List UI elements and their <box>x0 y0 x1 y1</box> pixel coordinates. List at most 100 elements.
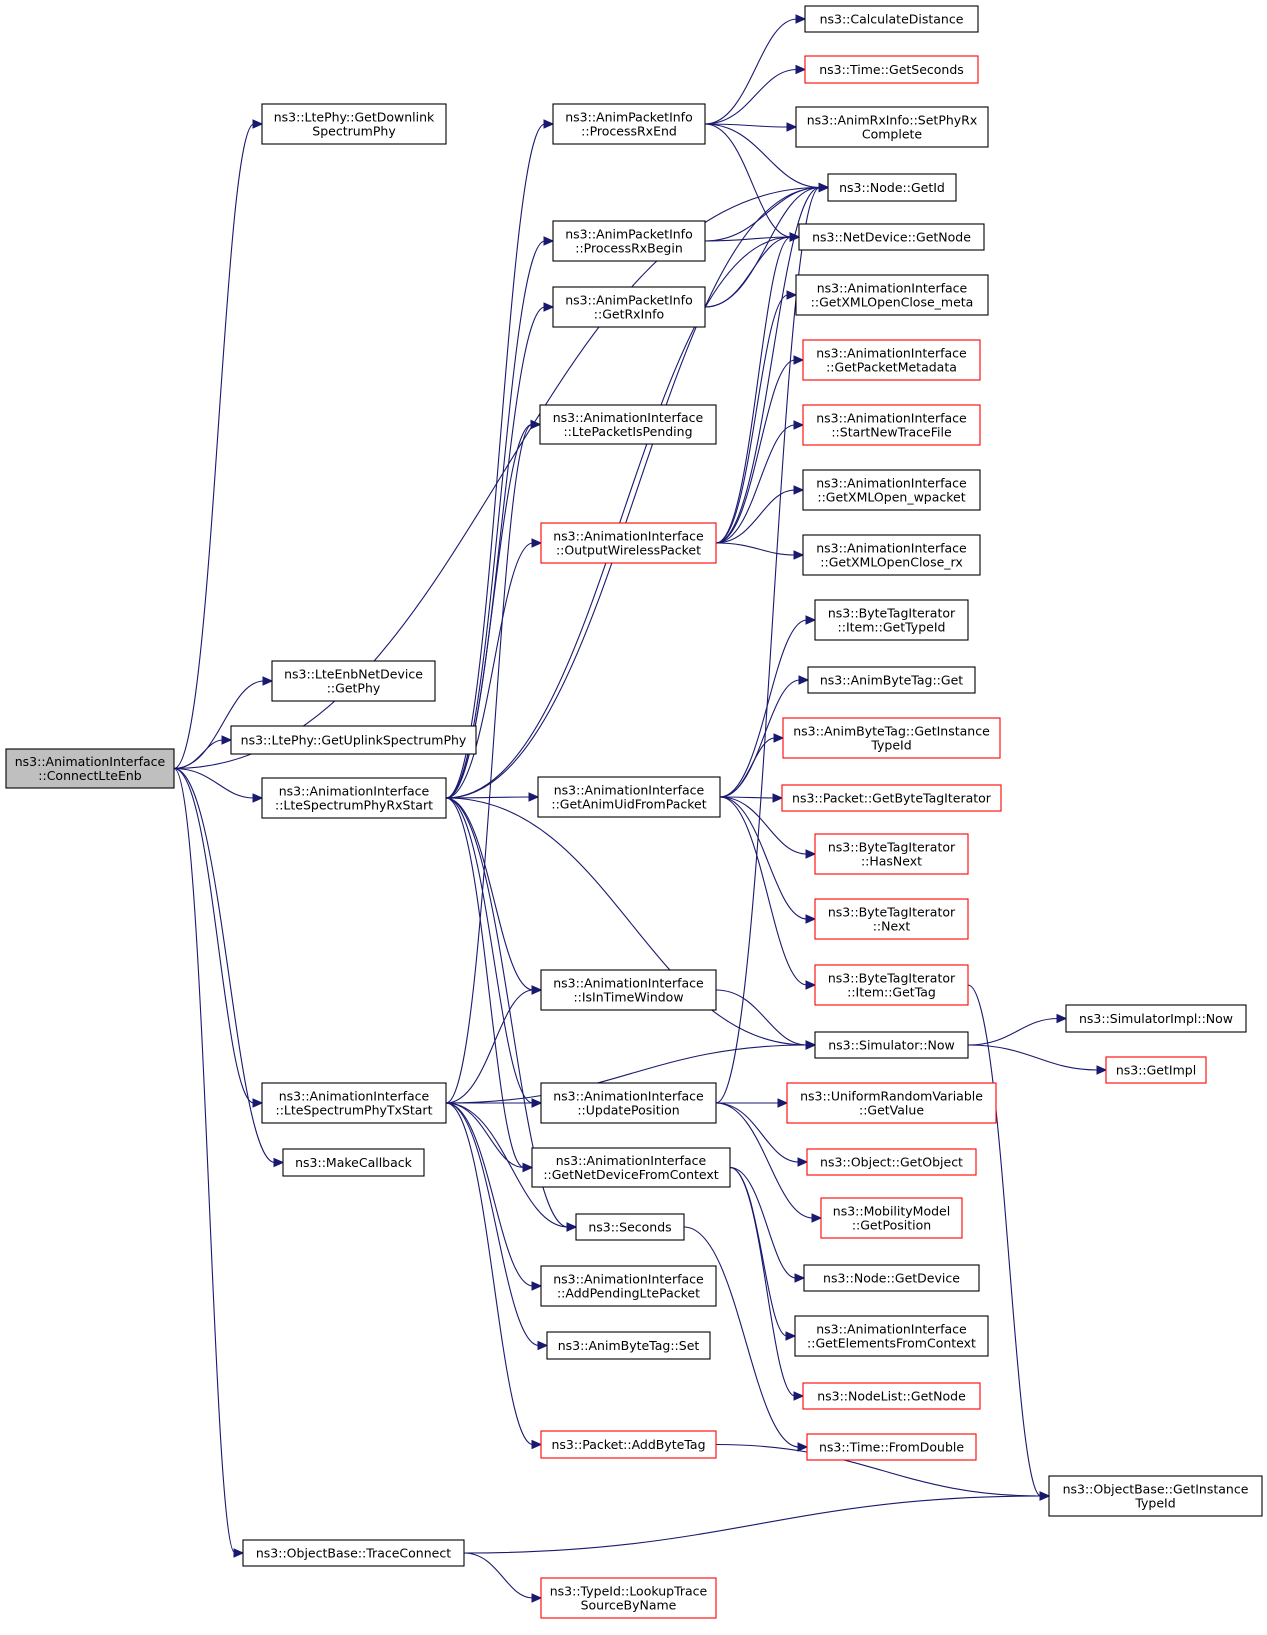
node-label: ::LteSpectrumPhyTxStart <box>276 1103 433 1118</box>
edge-rxstart-to-processrxbegin <box>445 240 546 799</box>
node-simulatornow[interactable]: ns3::Simulator::Now <box>814 1031 969 1059</box>
arrowhead-traceconnect <box>233 1548 245 1558</box>
node-getuplink[interactable]: ns3::LtePhy::GetUplinkSpectrumPhy <box>230 725 477 755</box>
node-xmlopenclosemeta[interactable]: ns3::AnimationInterface::GetXMLOpenClose… <box>795 274 989 316</box>
arrowhead-xmlopencloserx <box>793 550 805 560</box>
node-updateposition[interactable]: ns3::AnimationInterface::UpdatePosition <box>540 1082 717 1124</box>
node-xmlopenwpacket[interactable]: ns3::AnimationInterface::GetXMLOpen_wpac… <box>802 469 981 511</box>
node-box <box>814 599 969 641</box>
node-box <box>794 1315 989 1357</box>
node-label: ns3::LtePhy::GetDownlink <box>274 110 435 125</box>
arrowhead-seconds <box>566 1222 578 1232</box>
node-box <box>786 1082 997 1124</box>
edge-txstart-to-addpendingltepacket <box>445 1102 534 1287</box>
node-label: ::OutputWirelessPacket <box>556 543 701 558</box>
node-processrxbegin[interactable]: ns3::AnimPacketInfo::ProcessRxBegin <box>552 220 706 262</box>
node-label: ns3::Node::GetId <box>839 180 945 195</box>
edge-traceconnect-to-lookuptrace <box>463 1552 534 1599</box>
edge-outputwireless-to-getpacketmetadata <box>715 359 796 544</box>
arrowhead-addbytetag <box>531 1439 543 1450</box>
node-traceconnect[interactable]: ns3::ObjectBase::TraceConnect <box>242 1539 465 1567</box>
node-seconds[interactable]: ns3::Seconds <box>575 1213 685 1241</box>
node-label: ::LtePacketIsPending <box>563 424 692 439</box>
edge-processrxbegin-to-netdevicegetnode <box>704 236 792 242</box>
edge-outputwireless-to-nodegetid <box>715 186 821 544</box>
node-itemgettag[interactable]: ns3::ByteTagIterator::Item::GetTag <box>814 964 969 1006</box>
edge-isintimewindow-to-simulatornow <box>715 989 808 1046</box>
node-ltepacketispending[interactable]: ns3::AnimationInterface::LtePacketIsPend… <box>539 404 717 445</box>
node-xmlopencloserx[interactable]: ns3::AnimationInterface::GetXMLOpenClose… <box>802 534 981 576</box>
node-animbytetagset[interactable]: ns3::AnimByteTag::Set <box>546 1331 711 1360</box>
node-timegetseconds[interactable]: ns3::Time::GetSeconds <box>804 55 979 84</box>
arrowhead-getrxinfo <box>543 302 555 312</box>
edge-outputwireless-to-xmlopencloserx <box>715 542 796 556</box>
node-hasnext[interactable]: ns3::ByteTagIterator::HasNext <box>814 833 969 875</box>
edge-processrxbegin-to-nodegetid <box>704 186 821 242</box>
node-label: ns3::AnimRxInfo::SetPhyRx <box>807 113 978 128</box>
node-label: ns3::ByteTagIterator <box>828 971 956 986</box>
node-netdevicegetnode[interactable]: ns3::NetDevice::GetNode <box>798 223 985 251</box>
node-calculatedistance[interactable]: ns3::CalculateDistance <box>804 5 979 33</box>
node-label: ns3::NodeList::GetNode <box>817 1389 966 1404</box>
node-getimpl[interactable]: ns3::GetImpl <box>1105 1056 1207 1084</box>
node-addpendingltepacket[interactable]: ns3::AnimationInterface::AddPendingLtePa… <box>540 1265 717 1307</box>
edge-updateposition-to-nodegetid <box>715 186 821 1104</box>
node-getpacketmetadata[interactable]: ns3::AnimationInterface::GetPacketMetada… <box>802 339 981 381</box>
node-getrxinfo[interactable]: ns3::AnimPacketInfo::GetRxInfo <box>552 286 706 328</box>
node-label: ns3::AnimationInterface <box>279 1089 430 1104</box>
node-label: ns3::ObjectBase::TraceConnect <box>256 1546 451 1561</box>
node-getbytetagiterator[interactable]: ns3::Packet::GetByteTagIterator <box>781 784 1002 812</box>
arrowhead-nodegetdevice <box>794 1273 806 1283</box>
node-getphy[interactable]: ns3::LteEnbNetDevice::GetPhy <box>271 660 436 702</box>
arrowhead-xmlopenclosemeta <box>786 290 798 300</box>
node-label: ns3::CalculateDistance <box>820 12 964 27</box>
node-box <box>552 220 706 262</box>
node-txstart[interactable]: ns3::AnimationInterface::LteSpectrumPhyT… <box>261 1082 447 1124</box>
node-box <box>814 898 969 940</box>
node-simulatorimplnow[interactable]: ns3::SimulatorImpl::Now <box>1065 1004 1247 1033</box>
node-startnewtracefile[interactable]: ns3::AnimationInterface::StartNewTraceFi… <box>802 404 981 446</box>
edge-outputwireless-to-xmlopenclosemeta <box>715 294 789 544</box>
node-outputwireless[interactable]: ns3::AnimationInterface::OutputWirelessP… <box>540 522 717 564</box>
node-makecallback[interactable]: ns3::MakeCallback <box>282 1148 425 1177</box>
node-label: ::Next <box>873 919 911 934</box>
node-animbytetagget[interactable]: ns3::AnimByteTag::Get <box>807 666 976 694</box>
node-isintimewindow[interactable]: ns3::AnimationInterface::IsInTimeWindow <box>540 969 717 1011</box>
node-nodegetdevice[interactable]: ns3::Node::GetDevice <box>803 1264 980 1292</box>
arrowhead-simulatornow <box>805 1040 817 1050</box>
arrowhead-getelementsfromcontext <box>785 1331 797 1341</box>
node-addbytetag[interactable]: ns3::Packet::AddByteTag <box>540 1430 717 1459</box>
node-itemgettypeid[interactable]: ns3::ByteTagIterator::Item::GetTypeId <box>814 599 969 641</box>
edge-rxstart-to-nodegetid <box>445 186 821 799</box>
node-label: ns3::MakeCallback <box>295 1155 413 1170</box>
node-label: ns3::AnimPacketInfo <box>565 110 692 125</box>
node-nodelistgetnode[interactable]: ns3::NodeList::GetNode <box>802 1382 981 1410</box>
node-getelementsfromcontext[interactable]: ns3::AnimationInterface::GetElementsFrom… <box>794 1315 989 1357</box>
node-nodegetid[interactable]: ns3::Node::GetId <box>827 173 957 202</box>
node-objectgetobject[interactable]: ns3::Object::GetObject <box>806 1148 977 1176</box>
node-getnetdevicefromcontext[interactable]: ns3::AnimationInterface::GetNetDeviceFro… <box>531 1147 731 1188</box>
edge-updateposition-to-mobilitygetposition <box>715 1102 814 1219</box>
node-label: TypeId <box>1134 1496 1175 1511</box>
node-label: SourceByName <box>581 1598 677 1613</box>
node-processrxend[interactable]: ns3::AnimPacketInfo::ProcessRxEnd <box>552 103 706 145</box>
arrowhead-netdevicegetnode <box>789 232 801 242</box>
node-getanimuid[interactable]: ns3::AnimationInterface::GetAnimUidFromP… <box>537 776 721 818</box>
node-connectlteenb[interactable]: ns3::AnimationInterface::ConnectLteEnb <box>5 748 175 789</box>
arrowhead-nodegetid <box>818 182 830 193</box>
node-next[interactable]: ns3::ByteTagIterator::Next <box>814 898 969 940</box>
node-rxstart[interactable]: ns3::AnimationInterface::LteSpectrumPhyR… <box>261 777 447 819</box>
node-timefromdouble[interactable]: ns3::Time::FromDouble <box>806 1433 977 1461</box>
node-box <box>807 666 976 694</box>
edge-connectlteenb-to-makecallback <box>173 767 276 1164</box>
node-mobilitygetposition[interactable]: ns3::MobilityModel::GetPosition <box>820 1197 963 1239</box>
node-label: ::GetPosition <box>852 1218 931 1233</box>
node-uniformgetvalue[interactable]: ns3::UniformRandomVariable::GetValue <box>786 1082 997 1124</box>
arrowhead-objectbasegetinstance <box>1039 1491 1051 1501</box>
